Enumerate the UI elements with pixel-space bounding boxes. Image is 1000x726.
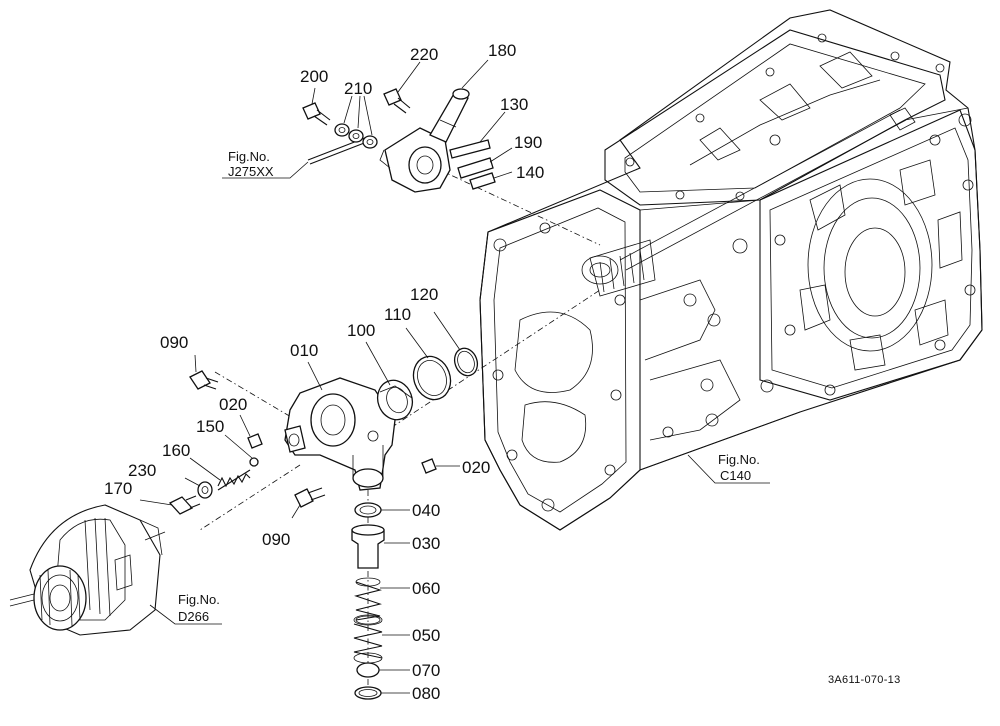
label-170: 170 — [104, 479, 132, 498]
top-lever-assembly — [302, 88, 601, 246]
valve-body-assembly — [168, 289, 601, 700]
clutch-pack-drawing — [9, 504, 166, 636]
figref-c140-number: C140 — [720, 468, 751, 483]
seal-rings — [376, 347, 479, 421]
label-070: 070 — [412, 661, 440, 680]
label-130: 130 — [500, 95, 528, 114]
label-210: 210 — [344, 79, 372, 98]
label-220: 220 — [410, 45, 438, 64]
label-230: 230 — [128, 461, 156, 480]
leader-lines — [139, 59, 770, 694]
label-030: 030 — [412, 534, 440, 553]
figref-d266-caption: Fig.No. — [178, 592, 220, 607]
label-110: 110 — [384, 305, 411, 324]
label-120: 120 — [410, 285, 438, 304]
figref-c140-caption: Fig.No. — [718, 452, 760, 467]
label-040: 040 — [412, 501, 440, 520]
label-150: 150 — [196, 417, 224, 436]
transmission-case-drawing — [479, 9, 983, 531]
label-160: 160 — [162, 441, 190, 460]
label-020-upper: 020 — [219, 395, 247, 414]
label-140: 140 — [516, 163, 544, 182]
figref-d266-number: D266 — [178, 609, 209, 624]
figref-j275-number: J275XX — [228, 164, 274, 179]
label-090-upper: 090 — [160, 333, 188, 352]
label-100: 100 — [347, 321, 375, 340]
label-190: 190 — [514, 133, 542, 152]
label-080: 080 — [412, 684, 440, 703]
figure-references: Fig.No. J275XX Fig.No. C140 Fig.No. D266 — [178, 149, 760, 624]
label-200: 200 — [300, 67, 328, 86]
spool-spring-stack — [351, 502, 385, 700]
label-090-lower: 090 — [262, 530, 290, 549]
label-060: 060 — [412, 579, 440, 598]
label-010: 010 — [290, 341, 318, 360]
diagram-code: 3A611-070-13 — [828, 674, 901, 686]
figref-j275-caption: Fig.No. — [228, 149, 270, 164]
label-050: 050 — [412, 626, 440, 645]
part-labels: 200 210 220 180 130 190 140 090 010 100 … — [104, 41, 544, 703]
label-020-right: 020 — [462, 458, 490, 477]
label-180: 180 — [488, 41, 516, 60]
